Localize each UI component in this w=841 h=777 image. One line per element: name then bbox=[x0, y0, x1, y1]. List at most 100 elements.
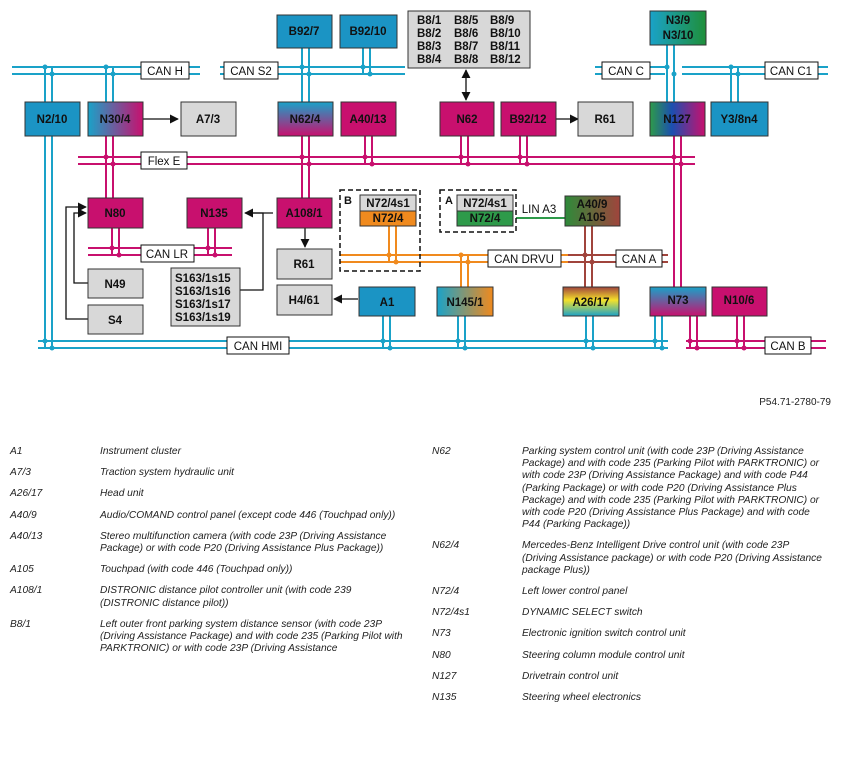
module-a7-3-label: A7/3 bbox=[196, 114, 220, 126]
legend-code: N72/4 bbox=[432, 586, 460, 598]
module-n135[interactable] bbox=[186, 197, 243, 229]
module-a40-9-a105[interactable] bbox=[564, 195, 621, 227]
module-a108-1-label: A108/1 bbox=[285, 208, 323, 220]
group-a-label: A bbox=[445, 195, 453, 207]
sensor-label: B8/2 bbox=[417, 28, 441, 40]
module-n62[interactable] bbox=[439, 101, 495, 137]
module-a108-1[interactable] bbox=[276, 197, 333, 229]
module-n10-6[interactable] bbox=[711, 286, 768, 317]
legend-desc: Drivetrain control unit bbox=[522, 670, 619, 682]
module-b92-10[interactable] bbox=[339, 14, 398, 49]
module-a1-label: A1 bbox=[380, 297, 395, 309]
module-n62-4[interactable] bbox=[277, 101, 334, 137]
can-lr-label: CAN LR bbox=[146, 249, 188, 261]
can-drvu-label: CAN DRVU bbox=[494, 254, 554, 266]
legend-code: A26/17 bbox=[10, 488, 43, 500]
module-n80[interactable] bbox=[87, 197, 144, 229]
module-b92-12[interactable] bbox=[500, 101, 557, 137]
module-n72-4-a[interactable] bbox=[456, 210, 514, 227]
switch-label: S163/1s15 bbox=[175, 273, 231, 285]
module-n3-10-label: N3/10 bbox=[663, 30, 694, 42]
module-n127[interactable] bbox=[649, 101, 706, 137]
legend-desc: Stereo multifunction camera (with code 2… bbox=[100, 530, 387, 555]
module-n62-4-label: N62/4 bbox=[290, 114, 321, 126]
legend-code: N62/4 bbox=[432, 540, 460, 552]
module-y3-8n4[interactable] bbox=[710, 101, 769, 137]
module-n73[interactable] bbox=[649, 286, 707, 317]
module-b92-12-label: B92/12 bbox=[509, 114, 546, 126]
module-a40-9-label: A40/9 bbox=[577, 199, 608, 211]
legend-desc: Traction system hydraulic unit bbox=[100, 467, 234, 479]
module-n135-label: N135 bbox=[200, 208, 228, 220]
can-b-label: CAN B bbox=[770, 341, 805, 353]
legend-desc: Audio/COMAND control panel (except code … bbox=[100, 509, 396, 521]
bus-label-boxes: CAN H CAN S2 CAN C CAN C1 Flex E CAN LR … bbox=[140, 61, 819, 355]
legend-desc: Left outer front parking system distance… bbox=[100, 618, 403, 655]
module-n30-4[interactable] bbox=[87, 101, 144, 137]
module-n73-label: N73 bbox=[667, 295, 688, 307]
module-n127-label: N127 bbox=[663, 114, 691, 126]
sensor-label: B8/8 bbox=[454, 54, 479, 66]
junction-dots-orange bbox=[386, 252, 471, 265]
module-r61-lower[interactable] bbox=[276, 248, 333, 280]
module-s4-label: S4 bbox=[108, 315, 123, 327]
sensor-label: B8/9 bbox=[490, 15, 514, 27]
module-r61-top[interactable] bbox=[577, 101, 634, 137]
module-n49-label: N49 bbox=[104, 279, 125, 291]
group-b-label: B bbox=[344, 195, 352, 207]
legend-code: A40/9 bbox=[10, 509, 37, 521]
module-n72-4s1-b-label: N72/4s1 bbox=[366, 198, 410, 210]
module-s4[interactable] bbox=[87, 304, 144, 335]
arrows bbox=[65, 69, 579, 320]
sensor-label: B8/3 bbox=[417, 41, 441, 53]
module-n3-9-label: N3/9 bbox=[666, 15, 690, 27]
legend-desc: Instrument cluster bbox=[100, 446, 181, 457]
module-a40-13[interactable] bbox=[340, 101, 397, 137]
module-a7-3[interactable] bbox=[180, 101, 237, 137]
switch-group-box[interactable] bbox=[170, 267, 241, 327]
sensor-label: B8/11 bbox=[490, 41, 521, 53]
switch-list: S163/1s15 S163/1s16 S163/1s17 S163/1s19 bbox=[175, 273, 231, 324]
legend-code: N73 bbox=[432, 628, 451, 640]
module-h4-61-label: H4/61 bbox=[289, 295, 320, 307]
legend-desc: Steering wheel electronics bbox=[522, 692, 641, 704]
legend-code: B8/1 bbox=[10, 618, 31, 630]
module-n145-1[interactable] bbox=[436, 286, 494, 317]
legend-code: N127 bbox=[432, 670, 457, 682]
switch-label: S163/1s19 bbox=[175, 312, 231, 324]
module-n72-4-b[interactable] bbox=[359, 210, 417, 227]
module-a26-17-label: A26/17 bbox=[572, 297, 609, 309]
group-a-box bbox=[439, 189, 517, 233]
sensor-label: B8/1 bbox=[417, 15, 442, 27]
sensor-group-box[interactable] bbox=[407, 10, 531, 69]
module-h4-61[interactable] bbox=[276, 284, 333, 316]
module-n2-10[interactable] bbox=[24, 101, 81, 137]
module-b92-10-label: B92/10 bbox=[349, 26, 386, 38]
sensor-label: B8/6 bbox=[454, 28, 478, 40]
module-n49[interactable] bbox=[87, 268, 144, 299]
module-a26-17[interactable] bbox=[562, 286, 620, 317]
can-h-label: CAN H bbox=[147, 66, 183, 78]
legend-desc: Left lower control panel bbox=[522, 586, 628, 598]
figure-id: P54.71-2780-79 bbox=[759, 397, 831, 408]
sensor-label: B8/7 bbox=[454, 41, 478, 53]
module-a1[interactable] bbox=[358, 286, 416, 317]
legend-row: N127 Drivetrain control unit bbox=[432, 671, 832, 683]
legend-row: B8/1 Left outer front parking system dist… bbox=[10, 619, 415, 656]
module-n145-1-label: N145/1 bbox=[446, 297, 484, 309]
module-n3-9[interactable] bbox=[649, 10, 707, 46]
module-n10-6-label: N10/6 bbox=[724, 295, 755, 307]
module-n72-4s1-a-label: N72/4s1 bbox=[463, 198, 507, 210]
module-n80-label: N80 bbox=[104, 208, 125, 220]
module-b92-7[interactable] bbox=[276, 14, 333, 49]
module-a40-13-label: A40/13 bbox=[349, 114, 386, 126]
sensor-grid: B8/1 B8/5 B8/9 B8/2 B8/6 B8/10 B8/3 B8/7… bbox=[417, 15, 521, 66]
